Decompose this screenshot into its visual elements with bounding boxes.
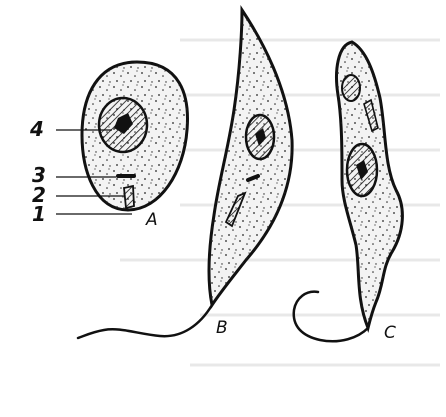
cell-b-flagellum <box>78 305 212 338</box>
label-4: 4 <box>30 119 44 139</box>
label-a: A <box>146 212 158 229</box>
cell-c <box>294 42 403 341</box>
cell-a-basal-body <box>124 186 134 208</box>
label-c: C <box>384 325 396 342</box>
cell-c-basal-body <box>342 75 360 101</box>
label-1: 1 <box>32 204 46 224</box>
cell-a <box>82 62 187 210</box>
label-b: B <box>216 320 228 337</box>
label-3: 3 <box>32 165 46 185</box>
